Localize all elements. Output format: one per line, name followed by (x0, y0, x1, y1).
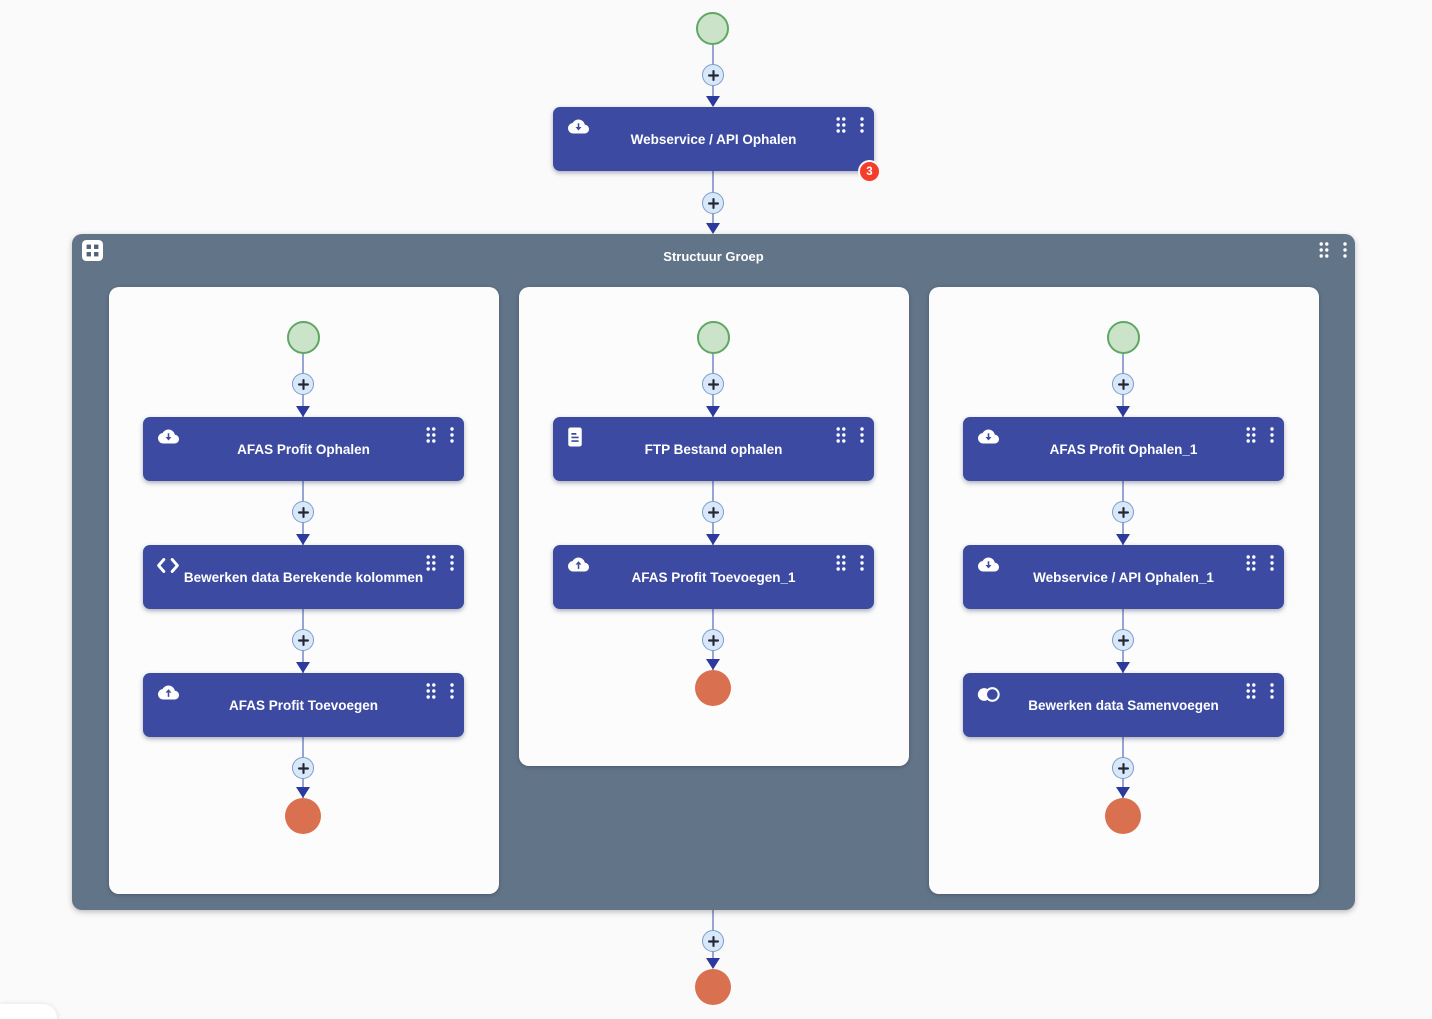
add-step-button[interactable] (702, 629, 724, 651)
plus-icon (707, 69, 720, 82)
arrow-down-icon (296, 406, 310, 417)
kebab-menu-icon[interactable] (1342, 241, 1348, 259)
node-bewerken-data-berekende-kolommen[interactable]: Bewerken data Berekende kolommen (143, 545, 464, 609)
plus-icon (297, 378, 310, 391)
node-afas-profit-ophalen-1[interactable]: AFAS Profit Ophalen_1 (963, 417, 1284, 481)
arrow-down-icon (1116, 662, 1130, 673)
end-node[interactable] (1105, 798, 1141, 834)
kebab-menu-icon[interactable] (859, 554, 865, 572)
node-label: AFAS Profit Toevoegen_1 (631, 569, 796, 585)
node-label: AFAS Profit Toevoegen (228, 697, 378, 713)
kebab-menu-icon[interactable] (859, 116, 865, 134)
end-node[interactable] (695, 969, 731, 1005)
kebab-menu-icon[interactable] (449, 426, 455, 444)
kebab-menu-icon[interactable] (1269, 554, 1275, 572)
arrow-down-icon (1116, 406, 1130, 417)
start-node[interactable] (287, 321, 320, 354)
node-label: Webservice / API Ophalen (630, 131, 797, 147)
error-count-badge[interactable]: 3 (858, 160, 881, 183)
add-step-button[interactable] (702, 930, 724, 952)
add-step-button[interactable] (1112, 373, 1134, 395)
end-node[interactable] (695, 670, 731, 706)
node-afas-profit-toevoegen-1[interactable]: AFAS Profit Toevoegen_1 (553, 545, 874, 609)
start-node[interactable] (1107, 321, 1140, 354)
group-lane-3: AFAS Profit Ophalen_1 Webservice / API O… (929, 287, 1319, 894)
node-ftp-bestand-ophalen[interactable]: FTP Bestand ophalen (553, 417, 874, 481)
arrow-down-icon (1116, 534, 1130, 545)
kebab-menu-icon[interactable] (449, 682, 455, 700)
arrow-down-icon (296, 662, 310, 673)
add-step-button[interactable] (702, 64, 724, 86)
node-afas-profit-toevoegen[interactable]: AFAS Profit Toevoegen (143, 673, 464, 737)
node-label: Bewerken data Berekende kolommen (183, 569, 424, 585)
drag-handle-dots-icon[interactable] (1318, 241, 1330, 259)
node-label: Webservice / API Ophalen_1 (1033, 569, 1214, 585)
add-step-button[interactable] (702, 501, 724, 523)
plus-icon (1117, 634, 1130, 647)
arrow-down-icon (296, 787, 310, 798)
group-lane-1: AFAS Profit Ophalen Bewerken data Bereke… (109, 287, 499, 894)
plus-icon (707, 935, 720, 948)
structuur-groep-container: Structuur Groep AFAS Profit Ophalen (72, 234, 1355, 910)
arrow-down-icon (706, 958, 720, 969)
plus-icon (1117, 762, 1130, 775)
node-label: AFAS Profit Ophalen_1 (1049, 441, 1198, 457)
node-webservice-api-ophalen[interactable]: Webservice / API Ophalen 3 (553, 107, 881, 183)
add-step-button[interactable] (1112, 629, 1134, 651)
node-bewerken-data-samenvoegen[interactable]: Bewerken data Samenvoegen (963, 673, 1284, 737)
add-step-button[interactable] (292, 629, 314, 651)
start-node[interactable] (697, 321, 730, 354)
node-afas-profit-ophalen[interactable]: AFAS Profit Ophalen (143, 417, 464, 481)
bottom-left-panel-corner (0, 1004, 57, 1019)
kebab-menu-icon[interactable] (1269, 426, 1275, 444)
node-label: AFAS Profit Ophalen (237, 441, 370, 457)
node-label: Bewerken data Samenvoegen (1028, 697, 1219, 713)
plus-icon (1117, 378, 1130, 391)
add-step-button[interactable] (702, 192, 724, 214)
add-step-button[interactable] (292, 373, 314, 395)
start-node[interactable] (696, 12, 729, 45)
arrow-down-icon (706, 659, 720, 670)
add-step-button[interactable] (292, 501, 314, 523)
arrow-down-icon (296, 534, 310, 545)
plus-icon (297, 634, 310, 647)
plus-icon (297, 762, 310, 775)
group-title: Structuur Groep (663, 249, 764, 264)
plus-icon (1117, 506, 1130, 519)
kebab-menu-icon[interactable] (449, 554, 455, 572)
add-step-button[interactable] (1112, 501, 1134, 523)
add-step-button[interactable] (1112, 757, 1134, 779)
arrow-down-icon (706, 534, 720, 545)
add-step-button[interactable] (292, 757, 314, 779)
plus-icon (707, 378, 720, 391)
kebab-menu-icon[interactable] (859, 426, 865, 444)
plus-icon (707, 634, 720, 647)
end-node[interactable] (285, 798, 321, 834)
arrow-down-icon (706, 96, 720, 107)
node-label: FTP Bestand ophalen (644, 441, 783, 457)
plus-icon (297, 506, 310, 519)
arrow-down-icon (1116, 787, 1130, 798)
plus-icon (707, 197, 720, 210)
node-webservice-api-ophalen-1[interactable]: Webservice / API Ophalen_1 (963, 545, 1284, 609)
group-lane-2: FTP Bestand ophalen AFAS Profit Toevoege… (519, 287, 909, 766)
arrow-down-icon (706, 223, 720, 234)
plus-icon (707, 506, 720, 519)
add-step-button[interactable] (702, 373, 724, 395)
kebab-menu-icon[interactable] (1269, 682, 1275, 700)
arrow-down-icon (706, 406, 720, 417)
